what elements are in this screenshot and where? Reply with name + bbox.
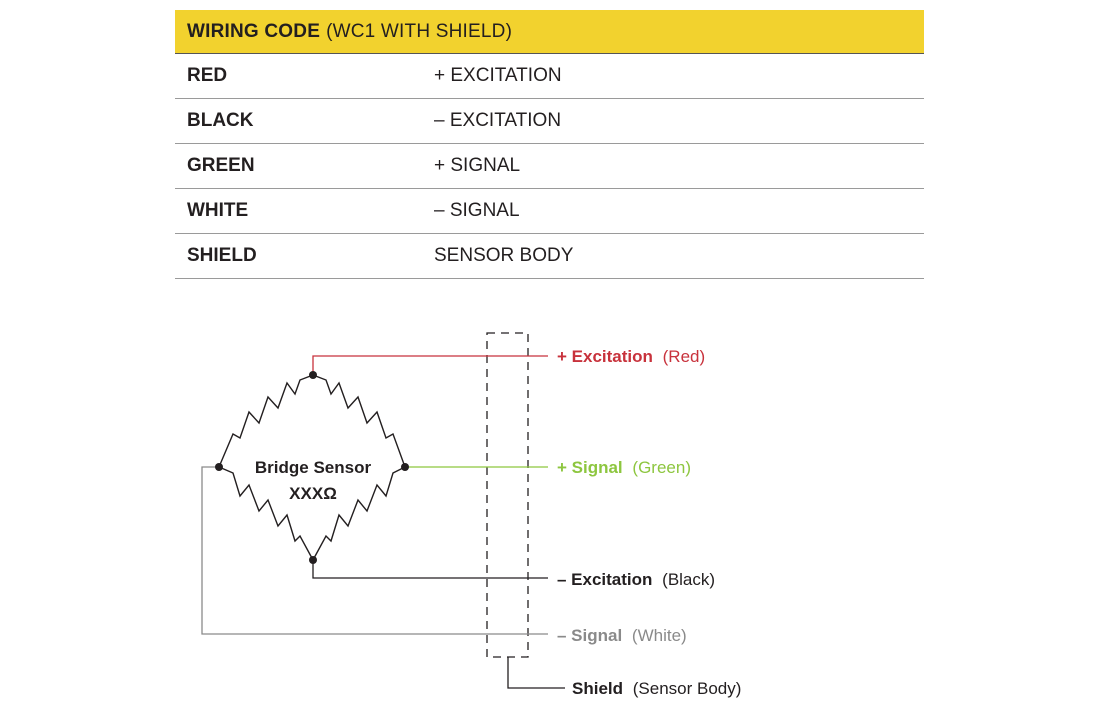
table-header: WIRING CODE (WC1 WITH SHIELD) — [175, 10, 924, 54]
node-bottom — [309, 556, 317, 564]
wire-color-cell: SHIELD — [187, 245, 257, 266]
table-header-title: WIRING CODE — [187, 20, 321, 42]
label-bold: + Excitation — [557, 347, 653, 366]
node-right — [401, 463, 409, 471]
label-paren: (White) — [632, 626, 687, 645]
label-paren: (Black) — [662, 570, 715, 589]
node-top — [309, 371, 317, 379]
shield-box — [486, 332, 529, 658]
label-plus-signal: + Signal (Green) — [557, 458, 691, 477]
table-row: GREEN + SIGNAL — [175, 144, 924, 189]
sensor-label: Bridge Sensor — [255, 458, 372, 477]
label-paren: (Green) — [632, 458, 691, 477]
label-bold: Shield — [572, 679, 623, 698]
wire-color-cell: WHITE — [187, 200, 249, 221]
table-header-subtitle: (WC1 WITH SHIELD) — [326, 20, 513, 42]
wire-shield — [507, 657, 565, 689]
wire-plus-excitation — [312, 355, 548, 375]
wire-function-cell: – SIGNAL — [434, 200, 520, 221]
label-plus-excitation: + Excitation (Red) — [557, 347, 705, 366]
wire-function-cell: SENSOR BODY — [434, 245, 574, 266]
label-bold: – Excitation — [557, 570, 652, 589]
resistor-bottom-left — [218, 466, 314, 561]
label-bold: – Signal — [557, 626, 622, 645]
label-paren: (Sensor Body) — [633, 679, 742, 698]
wire-function-cell: + EXCITATION — [434, 65, 562, 86]
wire-color-cell: GREEN — [187, 155, 255, 176]
table-row: BLACK – EXCITATION — [175, 99, 924, 144]
table-row: SHIELD SENSOR BODY — [175, 234, 924, 279]
wire-minus-excitation — [312, 560, 548, 579]
wire-function-cell: + SIGNAL — [434, 155, 521, 176]
sensor-value: XXXΩ — [289, 484, 337, 503]
table-row: RED + EXCITATION — [175, 54, 924, 99]
node-left — [215, 463, 223, 471]
table-row: WHITE – SIGNAL — [175, 189, 924, 234]
label-minus-signal: – Signal (White) — [557, 626, 687, 645]
label-shield: Shield (Sensor Body) — [572, 679, 741, 698]
label-paren: (Red) — [663, 347, 706, 366]
wiring-code-table: WIRING CODE (WC1 WITH SHIELD) RED + EXCI… — [175, 10, 924, 279]
wire-function-cell: – EXCITATION — [434, 110, 562, 131]
wire-minus-signal — [201, 466, 548, 635]
wire-color-cell: BLACK — [187, 110, 254, 131]
label-bold: + Signal — [557, 458, 623, 477]
wire-color-cell: RED — [187, 65, 228, 86]
label-minus-excitation: – Excitation (Black) — [557, 570, 715, 589]
resistor-top-left — [218, 374, 314, 468]
resistor-bottom-right — [312, 466, 406, 561]
resistor-top-right — [312, 374, 406, 468]
